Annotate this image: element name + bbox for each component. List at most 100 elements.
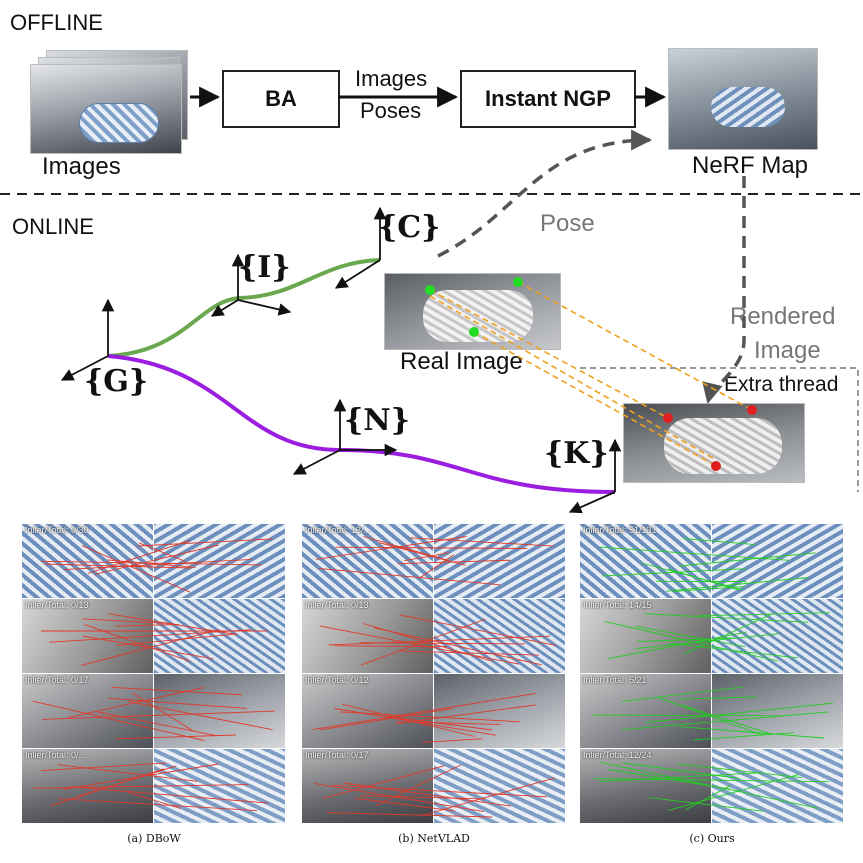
feature-match-line <box>375 764 462 807</box>
feature-match-line <box>667 568 740 591</box>
feature-match-line <box>373 627 542 666</box>
feature-match-line <box>593 778 830 783</box>
caption-ours: (c) Ours <box>689 832 735 845</box>
feature-match-line <box>420 777 556 817</box>
feature-match-line <box>68 686 205 719</box>
keypoints-rendered <box>663 405 757 471</box>
feature-match-line <box>684 613 773 655</box>
match-image-r2-c1 <box>22 599 153 673</box>
match-lines-overlay <box>32 538 275 812</box>
feature-match-line <box>312 692 536 731</box>
inlier-count-label: Inlier/Total: 0/13 <box>25 600 89 610</box>
match-lines-overlay <box>312 536 556 818</box>
rendered-label-line1: Rendered <box>730 303 836 330</box>
extra-thread-label: Extra thread <box>724 373 839 396</box>
match-image-r3-c1 <box>22 674 153 748</box>
feature-match-line <box>319 568 501 586</box>
feature-match-line <box>332 784 548 798</box>
match-image-r4-c2 <box>434 749 565 823</box>
bed-shape <box>79 103 159 143</box>
pose-dashed-arrow <box>437 129 653 258</box>
feature-match-line <box>322 765 445 799</box>
pose-label: Pose <box>540 210 595 237</box>
inlier-count-label: Inlier/Total: 13/... <box>305 525 372 535</box>
rendered-label-line2: Image <box>754 337 821 364</box>
feature-match-line <box>404 552 449 562</box>
match-image-r3-c1 <box>302 674 433 748</box>
feature-match-line <box>77 765 177 798</box>
feature-match-line <box>94 544 219 575</box>
feature-match-line <box>602 568 746 577</box>
feature-match-line <box>679 552 816 567</box>
inlier-count-label: Inlier/Total: 0/13 <box>305 600 369 610</box>
feature-match-line <box>137 538 273 547</box>
match-image-r1-c1 <box>580 524 711 598</box>
inlier-count-label: Inlier/Total: 0/... <box>25 750 87 760</box>
feature-match-line <box>683 538 756 546</box>
feature-match-line <box>678 696 757 700</box>
match-image-r1-c1 <box>302 524 433 598</box>
frame-i-label: {I} <box>238 250 291 285</box>
nerf-map-image <box>668 48 818 150</box>
match-image-r1-c2 <box>434 524 565 598</box>
match-image-r3-c2 <box>434 674 565 748</box>
feature-match-line <box>320 625 519 665</box>
feature-match-line <box>40 560 263 566</box>
feature-match-line <box>343 782 511 807</box>
extra-thread-box <box>580 367 859 492</box>
feature-match-line <box>697 612 830 617</box>
trajectory-green <box>107 258 381 358</box>
instant-ngp-box: Instant NGP <box>460 70 636 128</box>
keypoints-real <box>425 277 523 337</box>
feature-match-line <box>399 650 539 656</box>
feature-match-line <box>32 700 205 741</box>
feature-match-line <box>32 784 249 789</box>
feature-match-line <box>396 721 501 725</box>
nerf-bed-shape <box>711 87 785 127</box>
feature-match-line <box>635 625 746 648</box>
frame-k-axes <box>568 438 622 514</box>
inlier-count-label: Inlier/Total: 0/17 <box>25 675 89 685</box>
feature-match-line <box>354 797 456 812</box>
feature-match-line <box>334 645 448 648</box>
feature-match-line <box>679 726 824 739</box>
feature-match-line <box>668 773 800 811</box>
feature-match-line <box>607 631 747 660</box>
feature-match-line <box>685 784 732 811</box>
feature-match-line <box>378 542 466 566</box>
feature-match-line <box>599 772 762 782</box>
caption-netvlad: (b) NetVLAD <box>398 832 470 845</box>
feature-match-line <box>677 763 803 779</box>
feature-match-line <box>693 732 795 741</box>
feature-match-line <box>360 618 486 666</box>
rendered-image-bed <box>664 418 782 474</box>
feature-match-line <box>657 696 764 737</box>
feature-match-line <box>87 539 191 574</box>
trajectory-purple <box>107 354 616 494</box>
feature-match-line <box>108 697 247 709</box>
inlier-count-label: Inlier/Total: 51/131 <box>583 525 657 535</box>
feature-match-line <box>621 686 744 702</box>
feature-match-line <box>132 692 194 732</box>
feature-match-line <box>681 704 774 736</box>
frame-n-axes <box>292 398 398 475</box>
input-image-front <box>30 64 182 154</box>
feature-match-line <box>335 546 528 549</box>
feature-match-line <box>635 633 779 650</box>
feature-match-line <box>666 577 809 592</box>
rendered-image <box>623 403 805 483</box>
feature-match-line <box>128 700 273 731</box>
feature-match-line <box>115 624 179 627</box>
online-section-label: ONLINE <box>12 214 94 239</box>
correspondence-lines <box>429 281 753 467</box>
caption-dbow: (a) DBoW <box>127 832 181 845</box>
feature-match-line <box>126 791 181 809</box>
frame-c-axes <box>334 206 387 289</box>
feature-match-line <box>138 542 186 562</box>
feature-match-line <box>644 613 809 623</box>
inlier-count-label: Inlier/Total: 0/30 <box>25 525 89 535</box>
